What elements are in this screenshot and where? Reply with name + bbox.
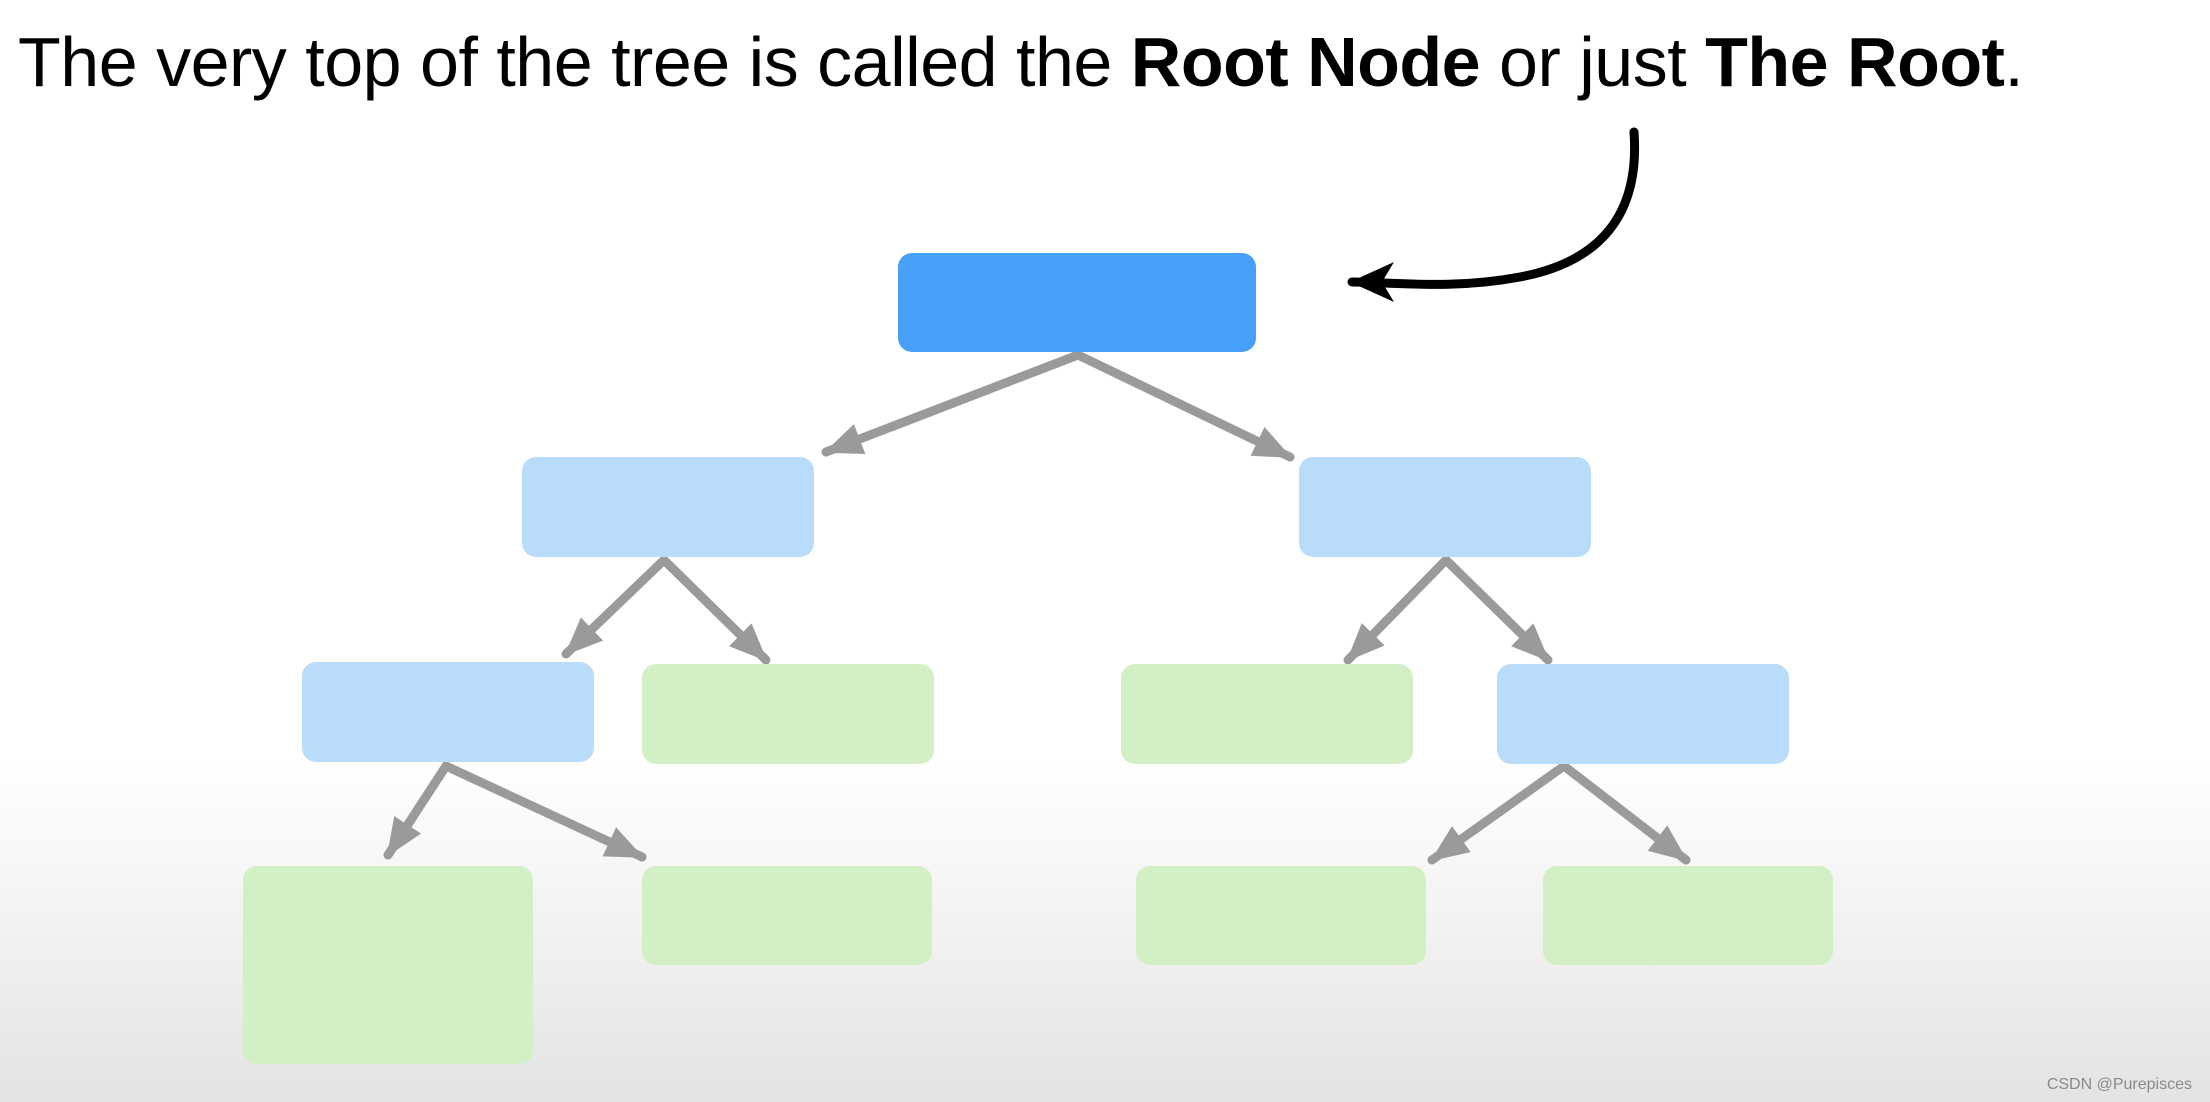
edge-arrow-root-to-left-child (821, 350, 1083, 457)
node-layer (243, 253, 1833, 1064)
edge-arrow-left-child-to-left-left (561, 555, 669, 659)
edge-arrow-right-right-to-right-right-right (1559, 761, 1691, 865)
caption-text-end: . (2004, 23, 2024, 101)
edge-arrow-left-left-to-left-left-left (383, 761, 451, 860)
edge-arrow-right-right-to-right-right-left (1427, 761, 1569, 865)
node-left-left (302, 662, 594, 762)
edge-arrow-right-child-to-right-left (1343, 555, 1451, 665)
node-left-left-left (243, 866, 533, 1064)
watermark: CSDN @Purepisces (2046, 1076, 2192, 1093)
edge-arrow-left-left-to-left-left-right (441, 761, 647, 862)
callout-arrow (1347, 127, 1640, 303)
edge-arrow-right-child-to-right-right (1441, 555, 1553, 665)
node-right-left (1121, 664, 1413, 764)
node-right-right-right (1543, 866, 1833, 965)
caption-term-the-root: The Root (1705, 23, 2005, 101)
node-left-child (522, 457, 814, 557)
edge-arrow-left-child-to-left-right (659, 555, 771, 665)
edge-arrow-root-to-right-child (1073, 350, 1295, 462)
edge-layer (383, 350, 1691, 865)
node-root (898, 253, 1256, 352)
caption-text-start: The very top of the tree is called the (18, 23, 1131, 101)
caption-heading: The very top of the tree is called the R… (18, 22, 2024, 102)
caption-term-root-node: Root Node (1130, 23, 1481, 101)
caption-text-middle: or just (1480, 23, 1706, 101)
node-left-left-right (642, 866, 932, 965)
node-right-child (1299, 457, 1591, 557)
node-right-right-left (1136, 866, 1426, 965)
node-left-right (642, 664, 934, 764)
node-right-right (1497, 664, 1789, 764)
